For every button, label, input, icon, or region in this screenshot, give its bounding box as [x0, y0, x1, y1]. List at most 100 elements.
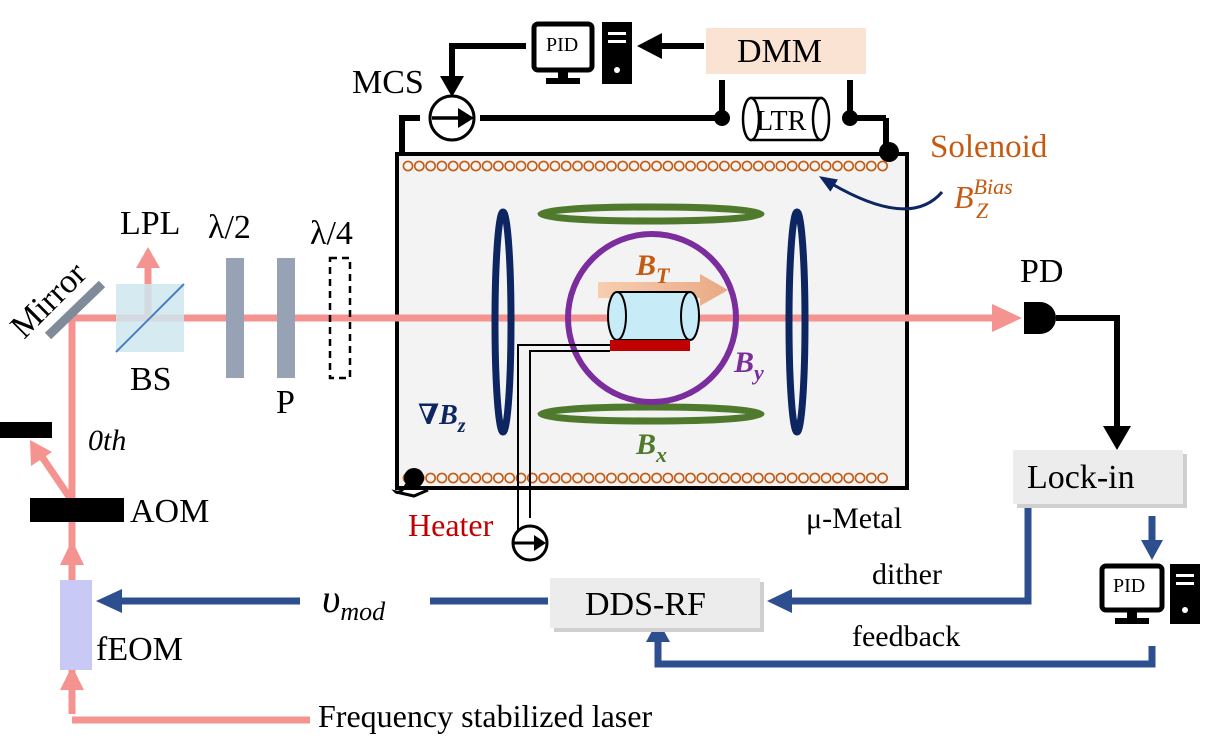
- solenoid-winding: [673, 472, 685, 484]
- solenoid-winding: [538, 160, 549, 172]
- solenoid-windings-bottom: [402, 472, 888, 484]
- solenoid-winding: [594, 160, 606, 172]
- solenoid-winding: [504, 472, 516, 484]
- solenoid-winding: [798, 160, 809, 172]
- label-laser: Frequency stabilized laser: [318, 698, 652, 734]
- label-polarizer: P: [276, 384, 295, 421]
- solenoid-winding: [549, 160, 561, 172]
- solenoid-winding: [865, 472, 877, 484]
- solenoid-winding: [402, 160, 414, 172]
- solenoid-winding: [447, 160, 459, 172]
- solenoid-winding: [764, 160, 775, 172]
- solenoid-winding: [651, 472, 662, 484]
- label-quarter-wave: λ/4: [310, 215, 353, 252]
- solenoid-winding: [447, 472, 459, 484]
- beam-dump: [0, 422, 52, 438]
- pd-signal-wire: [1056, 315, 1120, 428]
- label-by: By: [733, 346, 764, 385]
- bx-coil-bottom: [537, 403, 765, 425]
- solenoid-winding: [865, 160, 877, 172]
- solenoid-winding: [696, 160, 708, 172]
- label-mu-metal: μ-Metal: [806, 502, 902, 535]
- mcs-current-source: [428, 94, 476, 142]
- solenoid-winding: [877, 472, 888, 484]
- label-grad-bz: ∇Bz: [418, 400, 466, 437]
- solenoid-winding: [707, 160, 719, 172]
- pd-signal-arrowhead: [1103, 426, 1131, 450]
- solenoid-winding: [662, 160, 674, 172]
- solenoid-winding: [730, 160, 742, 172]
- solenoid-winding: [526, 160, 538, 172]
- solenoid-winding: [798, 472, 809, 484]
- solenoid-winding: [752, 160, 764, 172]
- solenoid-winding: [572, 160, 583, 172]
- solenoid-winding: [685, 472, 696, 484]
- solenoid-winding: [538, 472, 549, 484]
- label-mcs: MCS: [352, 64, 424, 101]
- bottom-left-wire: [391, 481, 429, 498]
- solenoid-winding: [854, 160, 866, 172]
- solenoid-winding: [628, 472, 640, 484]
- solenoid-winding: [459, 472, 470, 484]
- solenoid-winding: [843, 160, 855, 172]
- solenoid-winding: [752, 472, 764, 484]
- solenoid-winding: [673, 160, 685, 172]
- solenoid-winding: [719, 472, 730, 484]
- solenoid-winding: [820, 472, 832, 484]
- label-aom: AOM: [130, 493, 209, 530]
- solenoid-winding: [832, 472, 843, 484]
- wire-node-right: [842, 110, 858, 126]
- solenoid-winding: [470, 160, 482, 172]
- wire-node-left: [714, 110, 730, 126]
- label-pid-top: PID: [546, 34, 578, 56]
- solenoid-winding: [436, 160, 448, 172]
- solenoid-winding: [492, 472, 504, 484]
- solenoid-winding: [820, 160, 832, 172]
- laser-arrowheads: [30, 247, 1022, 690]
- solenoid-winding: [639, 160, 651, 172]
- ltr-resistor: [741, 96, 831, 142]
- label-half-wave: λ/2: [208, 209, 251, 246]
- solenoid-winding: [425, 472, 436, 484]
- solenoid-winding: [741, 472, 753, 484]
- solenoid-winding: [526, 472, 538, 484]
- label-bs: BS: [130, 361, 172, 398]
- solenoid-winding: [786, 472, 798, 484]
- solenoid-winding: [854, 472, 866, 484]
- bx-coil-top: [537, 203, 765, 225]
- solenoid-winding: [560, 160, 572, 172]
- aom-block: [30, 498, 124, 522]
- solenoid-winding: [425, 160, 436, 172]
- quarter-wave-plate: [328, 256, 352, 380]
- label-dmm: DMM: [737, 33, 822, 70]
- label-dither: dither: [872, 558, 942, 591]
- label-vmod: υmod: [322, 576, 386, 626]
- solenoid-winding: [583, 160, 595, 172]
- heater-current-source: [511, 524, 549, 562]
- vapor-cell: [607, 291, 700, 341]
- dmm-box: [706, 28, 866, 74]
- solenoid-winding: [832, 160, 843, 172]
- solenoid-winding: [662, 472, 674, 484]
- label-solenoid: Solenoid: [930, 129, 1048, 165]
- solenoid-winding: [606, 472, 617, 484]
- solenoid-winding: [617, 472, 629, 484]
- label-bt: BT: [635, 249, 671, 288]
- solenoid-winding: [583, 472, 595, 484]
- solenoid-winding: [628, 160, 640, 172]
- label-heater: Heater: [408, 507, 494, 543]
- solenoid-winding: [470, 472, 482, 484]
- feom-block: [60, 580, 92, 670]
- grad-bz-coil-left: [491, 208, 515, 436]
- solenoid-winding: [809, 472, 821, 484]
- solenoid-winding: [413, 160, 425, 172]
- solenoid-winding: [594, 472, 606, 484]
- solenoid-winding: [651, 160, 662, 172]
- solenoid-winding: [560, 472, 572, 484]
- label-pid-bottom: PID: [1113, 575, 1145, 597]
- heater-strip: [610, 340, 690, 351]
- solenoid-winding: [707, 472, 719, 484]
- solenoid-winding: [877, 160, 888, 172]
- solenoid-winding: [741, 160, 753, 172]
